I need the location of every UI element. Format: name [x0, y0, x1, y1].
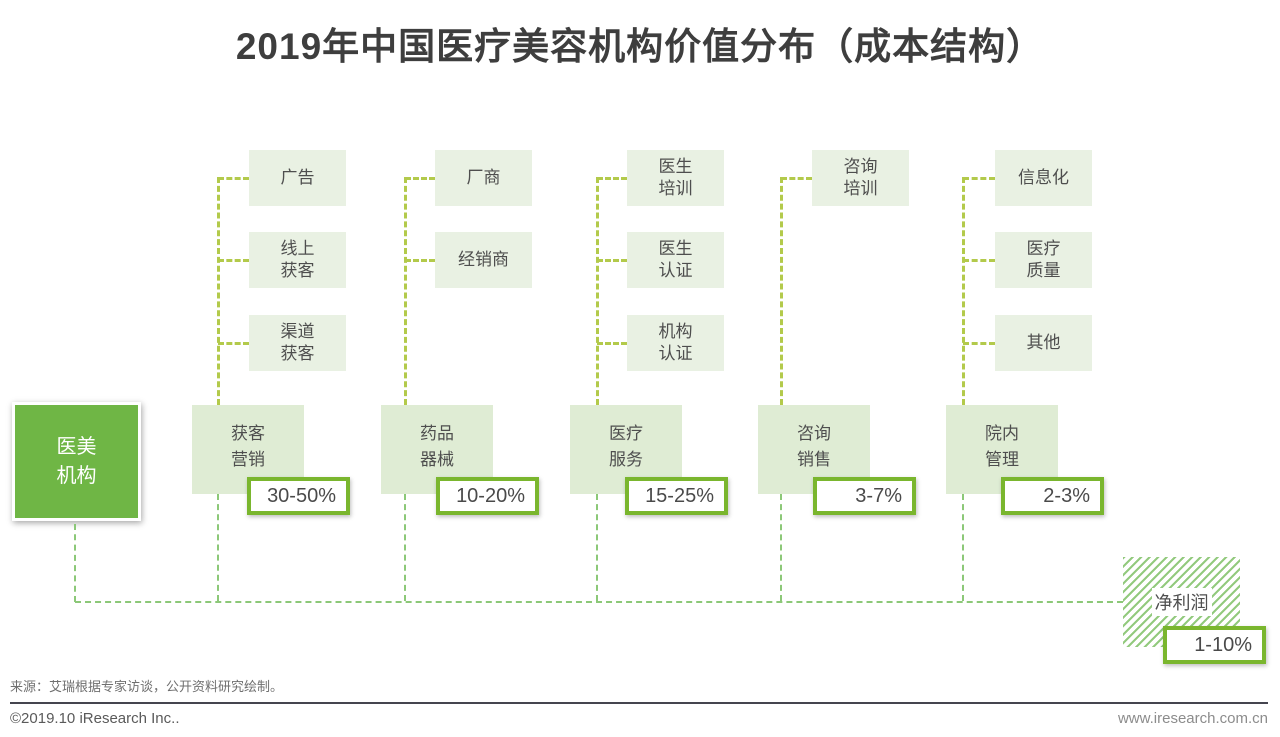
- net-profit-percent-badge: 1-10%: [1163, 626, 1266, 664]
- sub-item-box: 咨询 培训: [812, 150, 909, 206]
- percent-badge: 10-20%: [436, 477, 539, 515]
- sub-item-box: 医生 培训: [627, 150, 724, 206]
- group-connector-upper: [404, 177, 407, 405]
- connector-stub: [405, 259, 435, 262]
- root-connector-line: [74, 524, 76, 602]
- website-url: www.iresearch.com.cn: [1117, 710, 1268, 727]
- sub-item-box: 经销商: [435, 232, 532, 288]
- connector-stub: [781, 177, 812, 180]
- connector-stub: [218, 259, 249, 262]
- connector-stub: [218, 177, 249, 180]
- connector-stub: [597, 259, 627, 262]
- group-connector-lower: [962, 494, 964, 601]
- percent-badge: 3-7%: [813, 477, 916, 515]
- percent-badge: 30-50%: [247, 477, 350, 515]
- page-title: 2019年中国医疗美容机构价值分布（成本结构）: [235, 26, 1045, 67]
- group-connector-upper: [596, 177, 599, 405]
- group-connector-lower: [404, 494, 406, 601]
- group-connector-upper: [962, 177, 965, 405]
- net-profit-label: 净利润: [1151, 588, 1212, 616]
- connector-stub: [597, 177, 627, 180]
- connector-stub: [597, 342, 627, 345]
- group-connector-upper: [780, 177, 783, 405]
- sub-item-box: 医生 认证: [627, 232, 724, 288]
- root-node-label: 医美 机构: [56, 435, 97, 487]
- sub-item-box: 信息化: [995, 150, 1092, 206]
- sub-item-box: 机构 认证: [627, 315, 724, 371]
- connector-stub: [963, 259, 995, 262]
- percent-badge: 15-25%: [625, 477, 728, 515]
- connector-stub: [218, 342, 249, 345]
- sub-item-box: 线上 获客: [249, 232, 346, 288]
- copyright-text: ©2019.10 iResearch Inc..: [10, 710, 180, 727]
- net-profit-percent: 1-10%: [1194, 633, 1252, 656]
- group-connector-lower: [596, 494, 598, 601]
- source-note: 来源：艾瑞根据专家访谈，公开资料研究绘制。: [10, 679, 284, 694]
- connector-stub: [963, 342, 995, 345]
- footer-divider: [10, 702, 1268, 704]
- bottom-bus-line: [75, 601, 1123, 603]
- sub-item-box: 厂商: [435, 150, 532, 206]
- group-connector-lower: [780, 494, 782, 601]
- sub-item-box: 医疗 质量: [995, 232, 1092, 288]
- sub-item-box: 广告: [249, 150, 346, 206]
- sub-item-box: 其他: [995, 315, 1092, 371]
- group-connector-upper: [217, 177, 220, 405]
- sub-item-box: 渠道 获客: [249, 315, 346, 371]
- group-connector-lower: [217, 494, 219, 601]
- connector-stub: [963, 177, 995, 180]
- connector-stub: [405, 177, 435, 180]
- percent-badge: 2-3%: [1001, 477, 1104, 515]
- root-node-box: 医美 机构: [12, 402, 141, 521]
